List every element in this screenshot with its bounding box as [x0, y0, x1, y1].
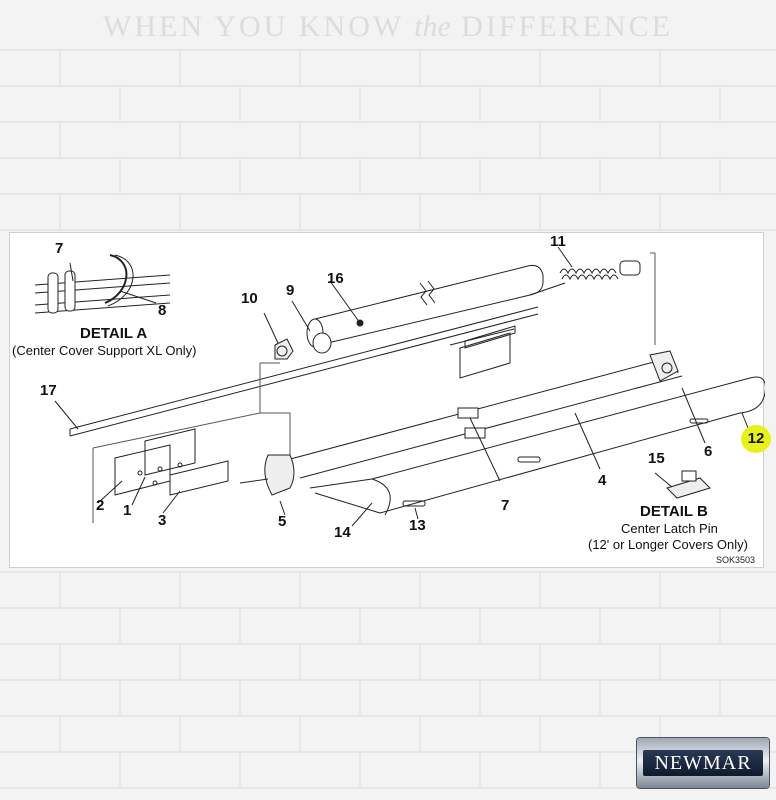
- detail-b-drawing: [654, 470, 711, 499]
- callout-13: 13: [409, 517, 426, 534]
- detail-a-drawing: [34, 254, 171, 314]
- main-cover-tube-4: [239, 350, 765, 527]
- newmar-logo: NEWMAR: [637, 738, 769, 788]
- callout-5: 5: [278, 513, 287, 530]
- tagline-part2: the: [414, 10, 451, 43]
- callout-16: 16: [327, 270, 344, 287]
- callout-14: 14: [334, 524, 351, 541]
- callout-7: 7: [501, 497, 510, 514]
- callout-6: 6: [704, 443, 713, 460]
- detail-b-subtitle-line2: (12' or Longer Covers Only): [588, 537, 748, 552]
- callout-10: 10: [241, 290, 258, 307]
- callout-4: 4: [598, 472, 607, 489]
- callout-8: 8: [158, 302, 167, 319]
- callout-9: 9: [286, 282, 295, 299]
- callout-12-highlighted: 12: [741, 425, 771, 453]
- end-caps-9-10: [263, 300, 332, 360]
- rod-17: [54, 306, 539, 437]
- center-bracket: [449, 325, 516, 379]
- spring-11: [529, 246, 641, 296]
- tagline: WHEN YOU KNOW the DIFFERENCE: [0, 10, 776, 44]
- tagline-part3: DIFFERENCE: [450, 10, 673, 43]
- detail-b-title: DETAIL B: [640, 503, 708, 520]
- detail-a-title: DETAIL A: [80, 325, 148, 342]
- callout-3: 3: [158, 512, 167, 529]
- parts-diagram-panel: 7 8 10 9 16 11 17 2 1 3 5 14 13 7 4 6 12…: [9, 232, 771, 568]
- tagline-part1: WHEN YOU KNOW: [103, 10, 415, 43]
- callout-11: 11: [550, 233, 566, 250]
- drawing-code: SOK3503: [716, 555, 756, 565]
- detail-b-subtitle-line1: Center Latch Pin: [621, 521, 718, 536]
- newmar-logo-text: NEWMAR: [643, 750, 763, 776]
- callout-17: 17: [40, 382, 57, 399]
- left-bracket-assembly: [97, 428, 229, 514]
- detail-a-subtitle: (Center Cover Support XL Only): [12, 343, 197, 358]
- callout-7-detail-a: 7: [55, 240, 64, 257]
- callout-1: 1: [123, 502, 132, 519]
- callout-15: 15: [648, 450, 665, 467]
- parts-diagram-drawing: [34, 246, 765, 527]
- callout-2: 2: [96, 497, 105, 514]
